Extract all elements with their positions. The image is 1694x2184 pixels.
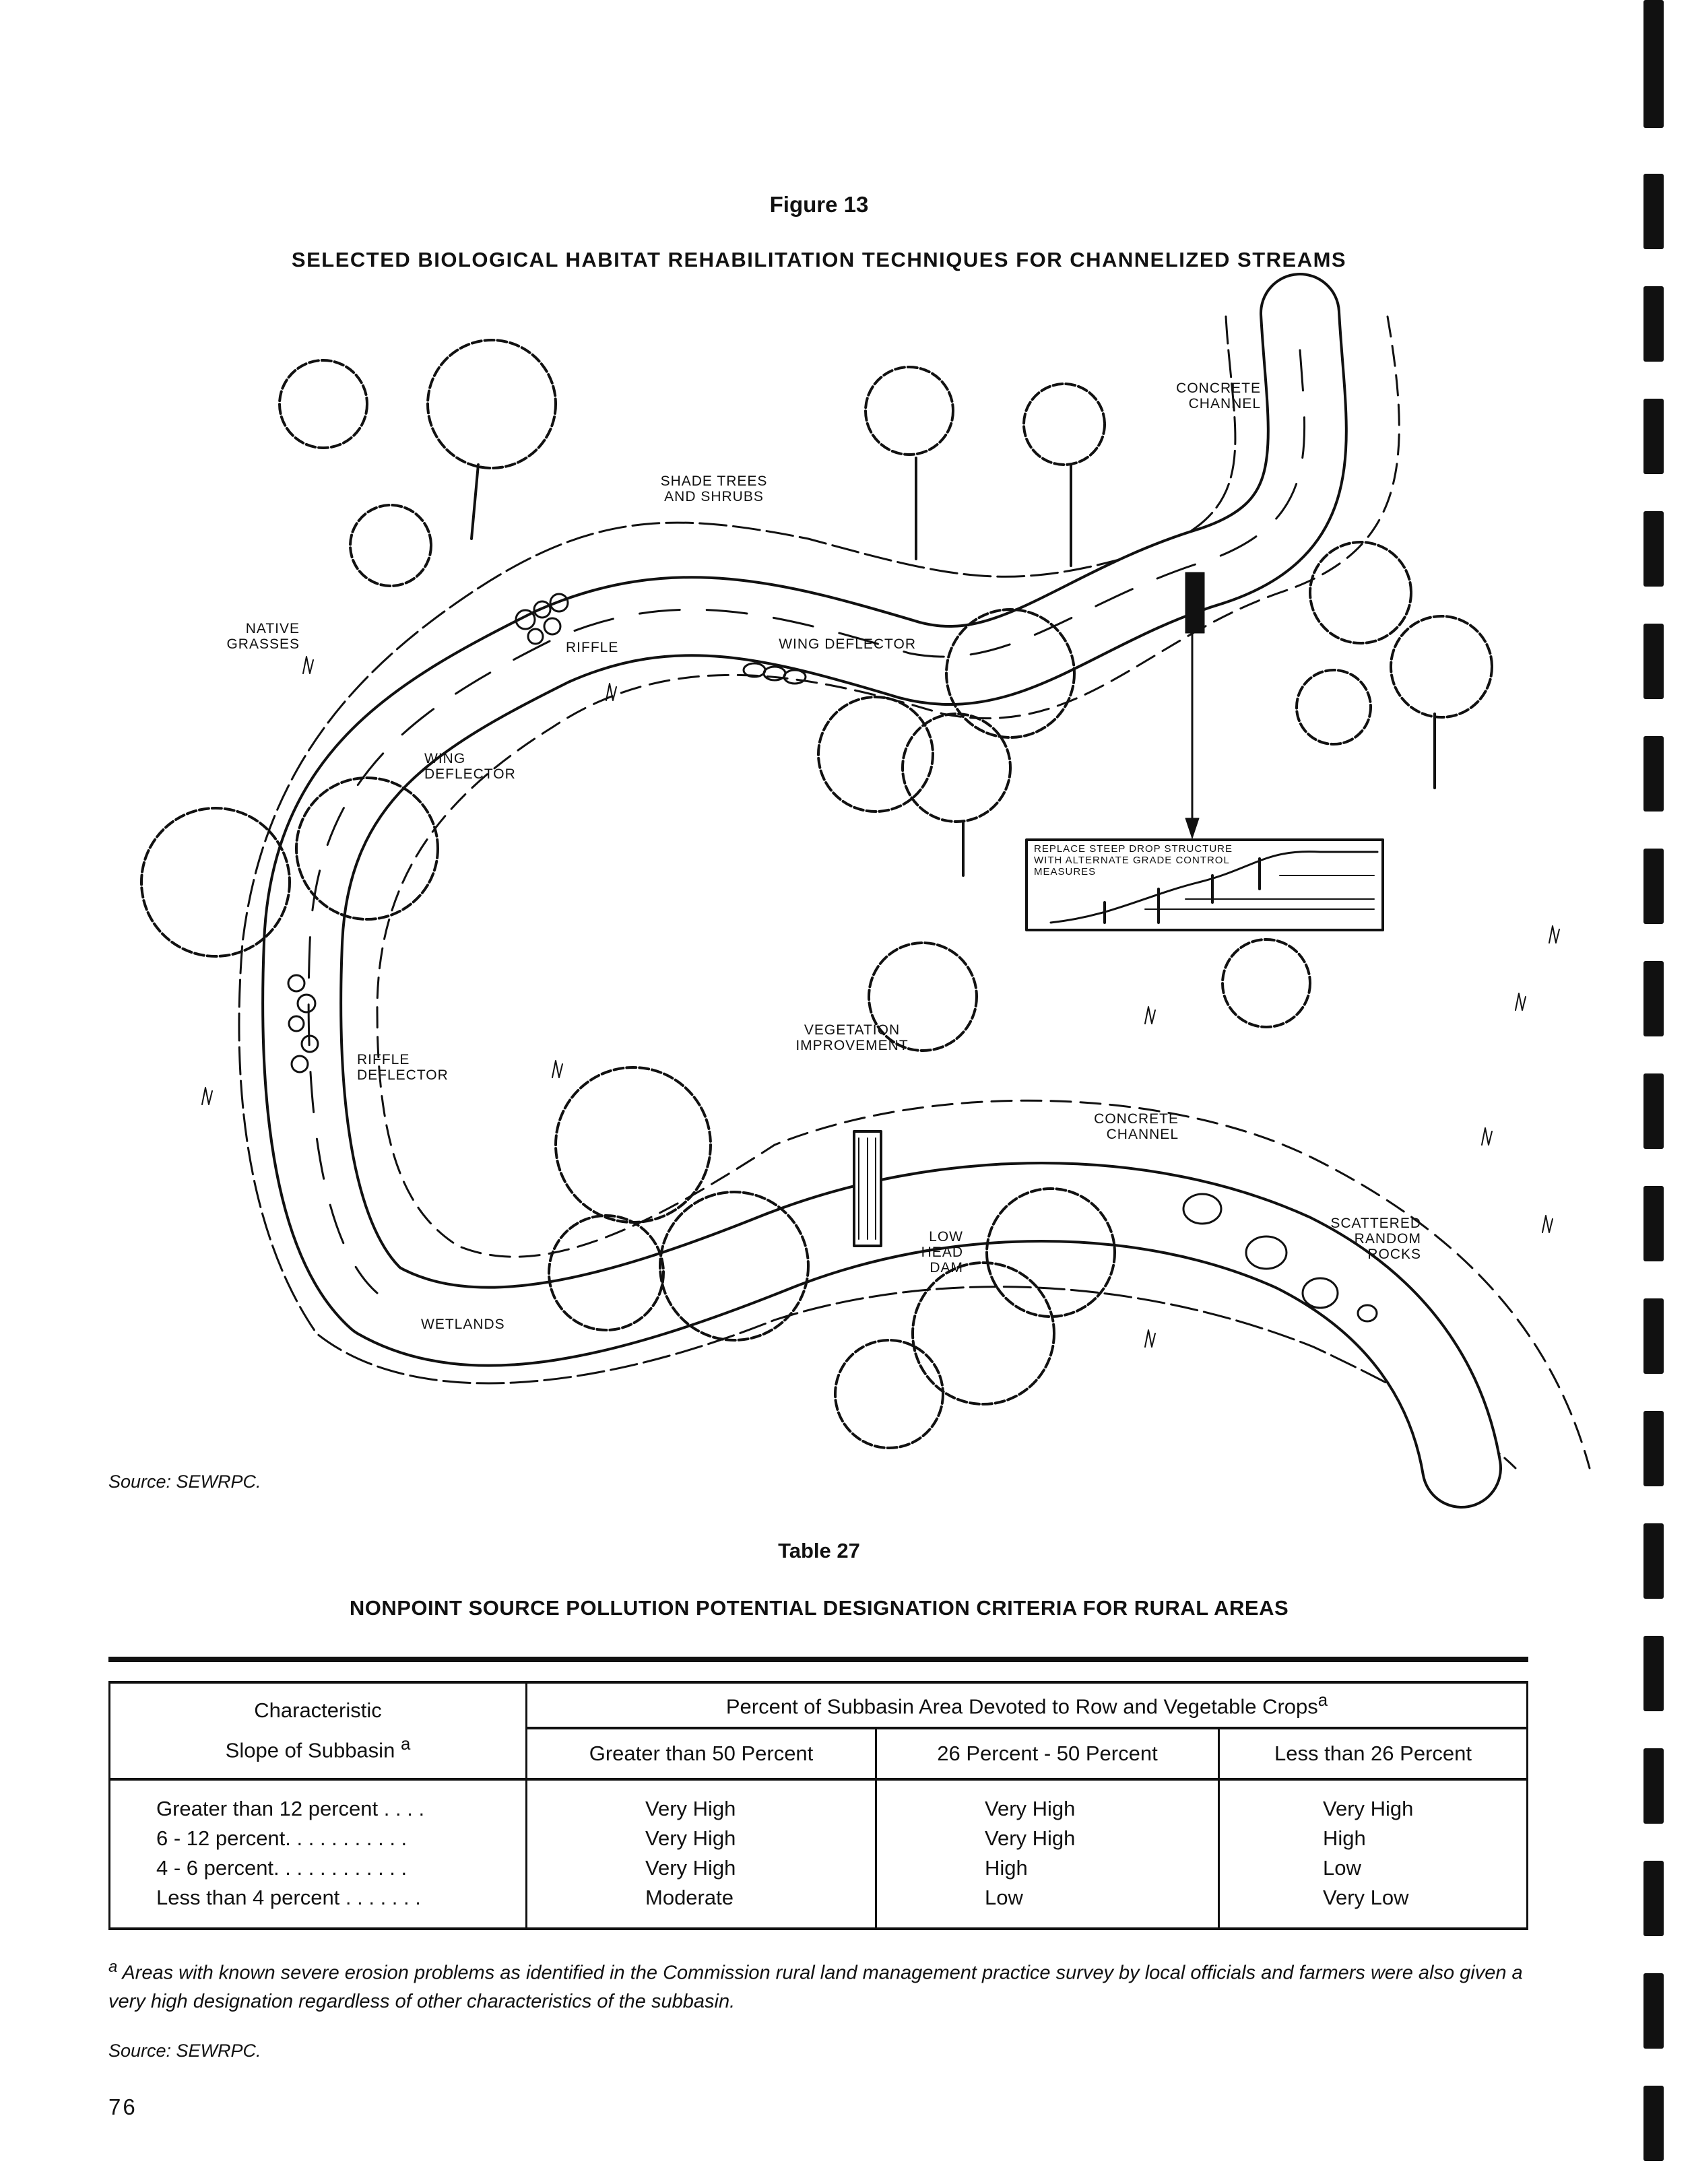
table-cell: High <box>1323 1826 1366 1850</box>
binding-mark <box>1643 1748 1664 1824</box>
binding-mark <box>1643 961 1664 1036</box>
binding-mark <box>1643 1636 1664 1711</box>
binding-mark <box>1643 1523 1664 1599</box>
binding-mark <box>1643 1298 1664 1374</box>
table-cell: Very High <box>645 1856 736 1880</box>
figure-title: SELECTED BIOLOGICAL HABITAT REHABILITATI… <box>291 248 1347 271</box>
row-header-line1: Characteristic <box>254 1698 382 1723</box>
binding-mark <box>1643 2086 1664 2161</box>
label-low-head-dam: LOW HEAD DAM <box>921 1229 963 1276</box>
slope-column: Greater than 12 percent . . . . 6 - 12 pe… <box>108 1779 527 1930</box>
table-cell: Very High <box>1323 1797 1414 1820</box>
binding-mark <box>1643 286 1664 362</box>
label-vegetation-improvement: VEGETATION IMPROVEMENT <box>795 1022 909 1053</box>
label-wetlands: WETLANDS <box>421 1317 505 1332</box>
column-header: Greater than 50 Percent <box>525 1727 877 1781</box>
label-wing-deflector-top: WING DEFLECTOR <box>779 636 916 652</box>
table-number: Table 27 <box>778 1539 860 1562</box>
binding-mark <box>1643 511 1664 587</box>
page-number: 76 <box>108 2094 137 2119</box>
label-shade-trees: SHADE TREES AND SHRUBS <box>660 473 768 504</box>
binding-mark <box>1643 1411 1664 1486</box>
group-header: Percent of Subbasin Area Devoted to Row … <box>525 1681 1528 1728</box>
binding-mark <box>1643 1973 1664 2049</box>
footnote-marker: a <box>108 1958 118 1976</box>
figure-source: Source: SEWRPC. <box>108 1471 261 1492</box>
label-native-grasses: NATIVE GRASSES <box>226 621 300 652</box>
table-cell-slope: 6 - 12 percent. . . . . . . . . . . <box>156 1826 408 1850</box>
label-concrete-channel-lower: CONCRETE CHANNEL <box>1094 1111 1179 1142</box>
trees <box>140 339 1493 1449</box>
table-cell-slope: Greater than 12 percent . . . . <box>156 1797 425 1820</box>
table-footnote: a Areas with known severe erosion proble… <box>108 1953 1528 2016</box>
column-header: Less than 26 Percent <box>1218 1727 1528 1781</box>
table-cell: Very High <box>985 1826 1076 1850</box>
label-replace-drop: REPLACE STEEP DROP STRUCTURE WITH ALTERN… <box>1034 843 1233 878</box>
table-source: Source: SEWRPC. <box>108 2041 261 2061</box>
binding-mark <box>1643 1186 1664 1261</box>
drop-structure <box>1185 572 1205 634</box>
binding-mark <box>1643 0 1664 128</box>
table-cell: Very Low <box>1323 1886 1409 1909</box>
concrete-bank-outer <box>238 315 1517 1469</box>
riffle-rocks <box>287 593 1378 1323</box>
table-cell-slope: Less than 4 percent . . . . . . . <box>156 1886 421 1909</box>
label-riffle: RIFFLE <box>566 640 619 655</box>
concrete-bank-inner <box>376 315 1591 1469</box>
table-cell: Very High <box>985 1797 1076 1820</box>
table-cell: Low <box>1323 1856 1361 1880</box>
label-wing-deflector-left: WING DEFLECTOR <box>424 751 516 782</box>
table-cell: High <box>985 1856 1028 1880</box>
footnote-text: Areas with known severe erosion problems… <box>108 1962 1523 2012</box>
label-scattered-rocks: SCATTERED RANDOM ROCKS <box>1330 1216 1421 1262</box>
binding-mark <box>1643 736 1664 812</box>
row-header-line2: Slope of Subbasin <box>225 1738 395 1762</box>
table-title: NONPOINT SOURCE POLLUTION POTENTIAL DESI… <box>349 1596 1289 1620</box>
binding-mark <box>1643 624 1664 699</box>
table-cell-slope: 4 - 6 percent. . . . . . . . . . . . <box>156 1856 408 1880</box>
binding-mark <box>1643 1861 1664 1936</box>
grade-control-inset <box>1025 838 1384 931</box>
table-top-rule <box>108 1657 1528 1662</box>
table-cell: Moderate <box>645 1886 734 1909</box>
binding-mark <box>1643 174 1664 249</box>
grass-tufts <box>201 656 1560 1348</box>
figure-number: Figure 13 <box>769 192 869 217</box>
group-header-sup: a <box>1317 1691 1328 1711</box>
criteria-table: Characteristic Slope of Subbasin a Perce… <box>108 1681 1528 1930</box>
group-header-text: Percent of Subbasin Area Devoted to Row … <box>725 1694 1318 1719</box>
binding-mark <box>1643 1073 1664 1149</box>
table-cell: Very High <box>645 1826 736 1850</box>
column-header: 26 Percent - 50 Percent <box>875 1727 1220 1781</box>
label-concrete-channel-top: CONCRETE CHANNEL <box>1176 380 1261 411</box>
binding-mark <box>1643 849 1664 924</box>
row-header-sup: a <box>400 1735 411 1754</box>
row-header: Characteristic Slope of Subbasin a <box>108 1681 527 1781</box>
label-riffle-deflector: RIFFLE DEFLECTOR <box>357 1052 449 1083</box>
table-cell: Very High <box>645 1797 736 1820</box>
binding-mark <box>1643 399 1664 474</box>
flow-line <box>307 349 1306 1294</box>
table-cell: Low <box>985 1886 1023 1909</box>
